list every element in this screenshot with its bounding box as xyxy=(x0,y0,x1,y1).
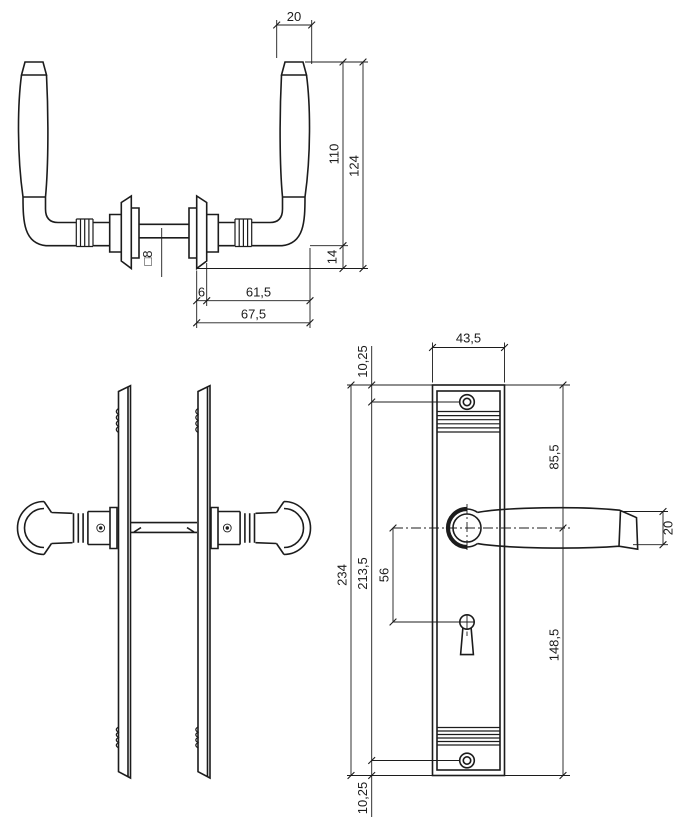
plate-inner-bevel xyxy=(436,390,501,771)
bottom-screw-inner xyxy=(462,755,472,765)
dim-plate-height: 234 xyxy=(335,564,350,586)
bottom-screw-outer xyxy=(458,752,476,769)
hub-centerlines xyxy=(393,504,570,553)
side-plate-groove-notches xyxy=(115,407,200,749)
side-left-handle xyxy=(16,500,118,556)
side-spindle xyxy=(131,521,197,534)
handle-pair-outline xyxy=(17,61,311,247)
dim-rosette-thickness: 6 xyxy=(198,285,205,300)
rosettes-and-spindle xyxy=(93,194,235,271)
keyhole-centermark xyxy=(460,614,474,636)
dim-handle-height: 110 xyxy=(327,144,342,165)
dim-lever-end-height: 20 xyxy=(661,521,676,535)
dim-handle-to-keyhole: 56 xyxy=(377,568,392,582)
dim-grip-top-width: 20 xyxy=(287,9,301,24)
dim-total-height: 124 xyxy=(347,155,362,177)
dim-top-edge-to-screw: 10,25 xyxy=(355,345,370,378)
fig1-dimension-lines xyxy=(161,20,368,328)
handle-front-view: 20 110 124 14 □8 6 61,5 67,5 xyxy=(17,9,368,328)
plate-groove-bands xyxy=(437,410,500,746)
dim-total-projection: 67,5 xyxy=(241,307,266,322)
plate-outer-edge xyxy=(431,384,506,777)
fig3-dimension-lines xyxy=(347,342,668,817)
dim-handle-projection: 61,5 xyxy=(246,285,271,300)
side-right-set-screw-dot xyxy=(225,526,229,530)
top-screw-inner xyxy=(462,397,472,407)
side-right-set-screw xyxy=(222,523,232,533)
dim-bottom-screw-to-edge: 10,25 xyxy=(355,782,370,815)
backplate-front-view: 43,5 10,25 234 213,5 10,25 85,5 148,5 56… xyxy=(335,331,676,817)
keyhole-slot xyxy=(459,627,475,656)
dim-screw-distance: 213,5 xyxy=(355,557,370,590)
dim-spindle-square: □8 xyxy=(140,250,155,265)
dim-rosette-overhang: 14 xyxy=(325,250,340,264)
side-left-set-screw xyxy=(96,523,106,533)
fig3-dimension-ticks xyxy=(347,343,667,780)
dim-plate-width: 43,5 xyxy=(456,331,481,346)
side-right-handle xyxy=(210,500,312,556)
backplate-side-view xyxy=(16,384,312,780)
dim-top-to-handle-center: 85,5 xyxy=(547,444,562,469)
top-screw-outer xyxy=(458,393,476,411)
side-left-set-screw-dot xyxy=(99,526,103,530)
dim-handle-to-bottom: 148,5 xyxy=(547,629,562,662)
lever-outline xyxy=(477,506,639,551)
handle-knurl-rings xyxy=(75,218,253,248)
fig1-dimension-ticks xyxy=(192,21,367,327)
side-plates-outline xyxy=(117,384,211,780)
